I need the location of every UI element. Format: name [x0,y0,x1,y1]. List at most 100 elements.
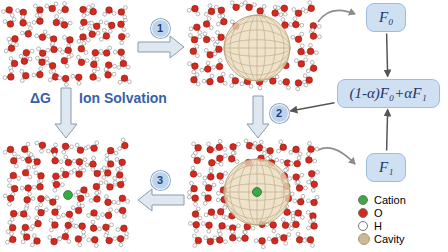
hydrogen-atom [201,156,205,160]
hydrogen-atom [191,154,195,158]
hydrogen-atom [127,80,131,84]
hydrogen-atom [64,155,68,159]
oxygen-atom [51,238,58,245]
oxygen-atom [191,36,198,43]
hydrogen-atom [203,32,207,36]
hydrogen-atom [17,176,21,180]
hydrogen-atom [21,157,25,161]
hydrogen-atom [20,69,24,73]
oxygen-atom [9,224,16,231]
hydrogen-atom [5,240,9,244]
oxygen-atom [192,5,199,12]
oxygen-atom [119,207,126,214]
oxygen-atom [108,22,115,29]
oxygen-atom [49,5,56,12]
energy-label: F₁ [379,159,393,176]
hydrogen-atom [117,66,121,70]
hydrogen-atom [296,87,300,91]
hydrogen-atom [37,47,41,51]
hydrogen-atom [95,191,99,195]
hydrogen-atom [202,192,206,196]
oxygen-atom [307,236,314,243]
oxygen-atom [208,174,215,181]
hydrogen-atom [221,72,225,76]
hydrogen-atom [243,230,247,234]
hydrogen-atom [115,209,119,213]
hydrogen-atom [219,162,223,166]
hydrogen-atom [58,76,62,80]
hydrogen-atom [213,43,217,47]
water-molecules [187,139,319,249]
oxygen-atom [9,236,16,243]
callout-number: 2 [276,107,282,119]
oxygen-atom [207,52,214,59]
oxygen-atom [65,222,72,229]
oxygen-atom [116,172,123,179]
oxygen-atom [8,45,15,52]
oxygen-atom [34,238,41,245]
hydrogen-atom [304,9,308,13]
hydrogen-atom [35,34,39,38]
oxygen-atom [257,8,264,15]
hydrogen-atom [104,234,108,238]
hydrogen-atom [198,35,202,39]
oxygen-atom [94,196,101,203]
hydrogen-atom [287,233,291,237]
hydrogen-atom [82,168,86,172]
oxygen-atom [207,146,214,153]
oxygen-atom [76,171,83,178]
oxygen-atom [22,72,29,79]
oxygen-atom [65,159,72,166]
step-number: 1 [151,19,170,38]
hydrogen-atom [77,55,81,59]
oxygen-atom [218,34,225,41]
oxygen-atom [205,195,212,202]
oxygen-atom [216,63,223,70]
hydrogen-atom [202,79,206,83]
oxygen-atom [50,36,57,43]
oxygen-atom [194,24,201,31]
hydrogen-atom [60,18,64,22]
hydrogen-atom [52,69,56,73]
hydrogen-atom [266,157,270,161]
hydrogen-atom [286,86,290,90]
oxygen-atom [20,9,27,16]
oxygen-atom [94,170,101,177]
hydrogen-atom [230,84,234,88]
hydrogen-atom [203,201,207,205]
hydrogen-atom [3,194,7,198]
hydrogen-atom [85,59,89,63]
oxygen-atom [78,45,85,52]
delta-g-label: ΔG [30,90,51,106]
legend-swatch [358,195,368,205]
hydrogen-atom [258,86,262,90]
hydrogen-atom [236,224,240,228]
hydrogen-atom [104,67,108,71]
hydrogen-atom [80,26,84,30]
oxygen-atom [62,171,69,178]
hydrogen-atom [296,232,300,236]
hydrogen-atom [231,151,235,155]
water-molecules [2,2,132,87]
hydrogen-atom [55,196,59,200]
hydrogen-atom [73,168,77,172]
oxygen-atom [203,36,210,43]
hydrogen-atom [198,31,202,35]
hydrogen-atom [288,177,292,181]
hydrogen-atom [216,198,220,202]
oxygen-atom [119,159,126,166]
hydrogen-atom [204,213,208,217]
hydrogen-atom [300,23,304,27]
oxygen-atom [24,196,31,203]
oxygen-atom [117,236,124,243]
oxygen-atom [306,157,313,164]
oxygen-atom [93,183,100,190]
hydrogen-atom [96,67,100,71]
oxygen-atom [20,211,27,218]
hydrogen-atom [70,218,74,222]
oxygen-atom [90,161,97,168]
hydrogen-atom [92,156,96,160]
hydrogen-atom [207,17,211,21]
hydrogen-atom [193,244,197,248]
hydrogen-atom [53,153,57,157]
